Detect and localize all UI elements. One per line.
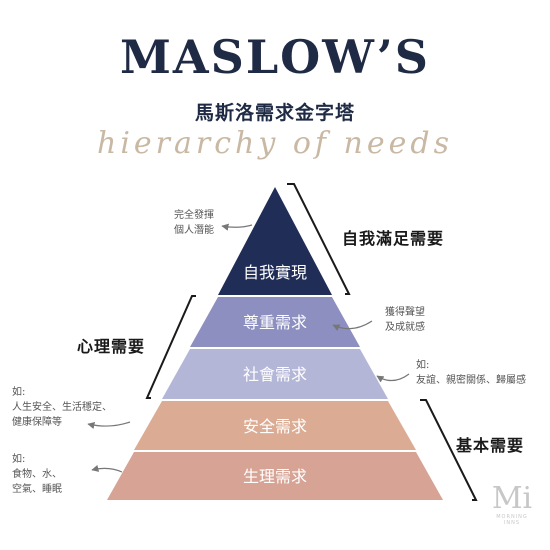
annotation-line: 及成就感: [385, 322, 425, 333]
bracket-basic: [420, 399, 478, 501]
annotation-self-actualization: 完全發揮 個人潛能: [174, 208, 214, 238]
annotation-line: 獲得聲望: [385, 307, 425, 318]
page-title: MASLOW’S: [120, 30, 430, 84]
logo-text: MORNING INNS: [496, 514, 528, 526]
annotation-line: 完全發揮: [174, 210, 214, 221]
annotation-line: 個人潛能: [174, 225, 214, 236]
annotation-line: 如:: [12, 454, 26, 465]
level-label-self-actualization: 自我實現: [243, 263, 307, 282]
level-label-safety: 安全需求: [243, 417, 307, 436]
annotation-line: 空氣、睡眠: [12, 484, 62, 495]
category-psychological: 心理需要: [77, 337, 146, 356]
annotation-line: 健康保障等: [12, 417, 62, 428]
level-label-social: 社會需求: [243, 365, 307, 384]
pyramid-level-social: [162, 349, 388, 399]
bracket-psychological: [145, 295, 196, 399]
arrow-physiological: [91, 464, 123, 473]
annotation-line: 如:: [416, 360, 430, 371]
brand-logo: Mi MORNING INNS: [488, 481, 536, 527]
level-label-esteem: 尊重需求: [243, 313, 307, 332]
arrow-safety: [87, 421, 131, 429]
annotation-esteem: 獲得聲望 及成就感: [385, 305, 425, 335]
arrow-social: [376, 373, 410, 383]
annotation-line: 食物、水、: [12, 469, 62, 480]
category-self-fulfillment: 自我滿足需要: [342, 229, 445, 248]
annotation-line: 友誼、親密關係、歸屬感: [416, 375, 526, 386]
page-subtitle: 馬斯洛需求金字塔: [194, 102, 355, 124]
pyramid-level-self-actualization: [218, 187, 332, 295]
level-label-physiological: 生理需求: [243, 467, 307, 486]
pyramid-level-safety: [134, 401, 416, 450]
annotation-line: 人生安全、生活穩定、: [12, 402, 112, 413]
bracket-self-fulfillment: [287, 183, 351, 295]
arrow-esteem: [332, 320, 373, 332]
pyramid-level-esteem: [190, 297, 360, 347]
category-basic: 基本需要: [456, 436, 525, 455]
pyramid-level-physiological: [107, 452, 443, 500]
logo-mark: Mi: [491, 481, 533, 516]
arrow-self-actualization: [221, 223, 253, 231]
annotation-line: 如:: [12, 387, 26, 398]
annotation-social: 如: 友誼、親密關係、歸屬感: [416, 358, 526, 388]
annotation-physiological: 如: 食物、水、 空氣、睡眠: [12, 452, 62, 497]
annotation-safety: 如: 人生安全、生活穩定、 健康保障等: [12, 385, 112, 430]
script-tagline: hierarchy of needs: [97, 126, 453, 161]
